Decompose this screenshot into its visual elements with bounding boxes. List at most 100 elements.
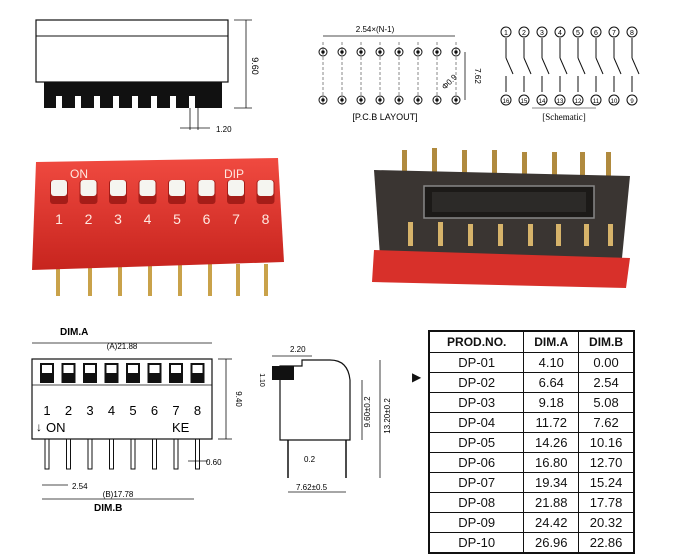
schematic-switch-lever xyxy=(595,57,604,75)
schematic-pin-number: 14 xyxy=(539,99,546,105)
height-dim-label: 9.60 xyxy=(250,57,260,75)
schematic-pin xyxy=(572,26,584,38)
actuator-toggle xyxy=(257,180,274,196)
dim-a-title: DIM.A xyxy=(60,327,88,338)
schematic-pin xyxy=(554,94,566,106)
prod-no-cell: DP-05 xyxy=(428,432,525,453)
schematic-pin-number: 1 xyxy=(504,30,508,37)
pcb-hole xyxy=(318,47,328,57)
bottom-photo-body-front xyxy=(372,250,630,288)
schematic-pin-number: 4 xyxy=(558,30,562,37)
schematic-pin xyxy=(536,26,548,38)
dim-a-cell: 24.42 xyxy=(523,512,580,533)
pcb-hole xyxy=(394,47,404,57)
dim-b-cell: 2.54 xyxy=(578,372,635,393)
table-header-row: PROD.NO. DIM.A DIM.B xyxy=(428,330,635,353)
prod-no-cell: DP-04 xyxy=(428,412,525,433)
pcb-row-dim-label: 7.62 xyxy=(473,68,482,84)
prod-no-cell: DP-08 xyxy=(428,492,525,513)
schematic-pin-number: 8 xyxy=(630,30,634,37)
pcb-caption: [P.C.B LAYOUT] xyxy=(352,112,417,122)
pcb-hole xyxy=(451,47,461,57)
schematic-pin xyxy=(518,26,530,38)
schematic-pin xyxy=(608,26,620,38)
side-dimension-drawing: 2.20 1.10 0.2 7.62±0.5 9.60±0.2 13.20±0.… xyxy=(258,345,392,493)
dim-b-value: (B)17.78 xyxy=(103,490,134,499)
pcb-hole xyxy=(413,95,423,105)
schematic-switch-lever xyxy=(541,57,550,75)
side-pin-dim: 0.2 xyxy=(304,455,316,464)
top-side-drawing: 9.60 1.20 xyxy=(35,19,260,134)
schematic-switch-lever xyxy=(505,57,514,75)
actuator-toggle xyxy=(228,180,244,196)
dim-b-cell: 7.62 xyxy=(578,412,635,433)
front-pins xyxy=(44,438,200,470)
schematic-switch-lever xyxy=(559,57,568,75)
front-pitch-dim: 2.54 xyxy=(72,482,88,491)
front-pin xyxy=(173,438,179,470)
pcb-hole xyxy=(432,47,442,57)
front-brand-label: KE xyxy=(172,420,190,435)
dim-a-cell: 19.34 xyxy=(523,472,580,493)
side-top-dim: 2.20 xyxy=(290,345,306,354)
dim-a-value: (A)21.88 xyxy=(107,342,138,351)
schematic-pin-number: 13 xyxy=(557,99,564,105)
schematic-pin-number: 15 xyxy=(521,99,528,105)
schematic-pin xyxy=(536,94,548,106)
front-pin xyxy=(66,438,71,470)
pcb-hole xyxy=(337,47,347,57)
dim-b-cell: 5.08 xyxy=(578,392,635,413)
header-prod-no: PROD.NO. xyxy=(428,330,525,353)
schematic-pin-number: 3 xyxy=(540,30,544,37)
schematic-pin xyxy=(626,26,638,38)
schematic-pin-number: 11 xyxy=(593,99,600,105)
front-pin xyxy=(195,438,200,470)
side-body-outline xyxy=(279,359,351,441)
dim-b-cell: 17.78 xyxy=(578,492,635,513)
photo-switch-number: 6 xyxy=(203,211,211,227)
prod-no-cell: DP-06 xyxy=(428,452,525,473)
schematic-pin xyxy=(500,94,512,106)
actuator-toggle xyxy=(198,180,215,196)
schematic-pin-number: 6 xyxy=(594,30,598,37)
schematic-pin-number: 10 xyxy=(611,99,618,105)
dim-a-cell: 4.10 xyxy=(523,352,580,373)
front-switch-toggle xyxy=(42,365,52,373)
front-switch-toggle xyxy=(106,365,117,373)
pcb-hole xyxy=(413,47,423,57)
prod-no-cell: DP-03 xyxy=(428,392,525,413)
front-pin-width-dim: 0.60 xyxy=(206,458,222,467)
front-switch-number: 8 xyxy=(194,403,201,418)
front-switch-toggle xyxy=(63,365,74,373)
schematic-pin xyxy=(590,26,602,38)
front-switches xyxy=(40,363,205,383)
bottom-photo-back-pins xyxy=(402,148,611,188)
front-pin xyxy=(87,438,93,470)
front-switch-toggle xyxy=(128,365,138,373)
front-pin xyxy=(44,438,50,470)
dim-a-cell: 16.80 xyxy=(523,452,580,473)
front-switch-number: 6 xyxy=(151,403,158,418)
pcb-hole xyxy=(318,95,328,105)
front-switch-toggle xyxy=(85,365,95,373)
dim-b-cell: 12.70 xyxy=(578,452,635,473)
pcb-hole xyxy=(432,95,442,105)
side-actuator xyxy=(272,366,294,380)
pcb-pitch-dim-label: 2.54×(N-1) xyxy=(356,25,395,34)
dim-a-cell: 21.88 xyxy=(523,492,580,513)
schematic-pin xyxy=(500,26,512,38)
front-switch-number: 1 xyxy=(43,403,50,418)
schematic-switch-lever xyxy=(523,57,532,75)
actuator-toggle xyxy=(80,180,97,196)
pin-dim-label: 1.20 xyxy=(216,125,232,134)
schematic-pin-number: 5 xyxy=(576,30,580,37)
dip-switch-bottom-photo xyxy=(372,148,630,288)
photo-switch-number: 7 xyxy=(232,211,240,227)
